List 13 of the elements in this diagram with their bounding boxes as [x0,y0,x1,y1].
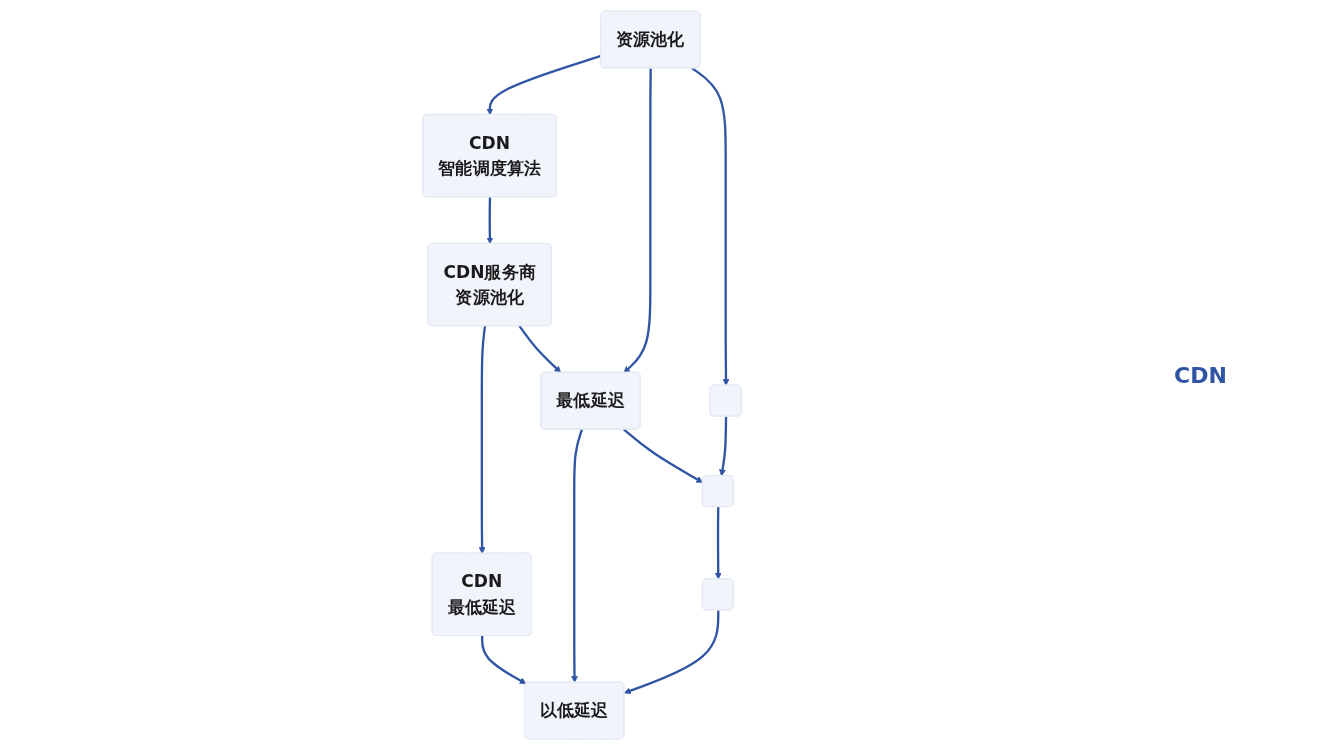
arrow [624,610,720,695]
icon-label: CDN [1174,362,1228,388]
arrow [571,428,584,683]
arrow [623,428,704,483]
arrow [518,325,562,373]
arrow [714,507,722,580]
arrow [691,67,730,386]
arrow [719,416,728,477]
arrow [481,635,527,684]
arrow [486,54,602,116]
arrow [623,68,652,373]
arrow [486,197,494,245]
arrow [478,325,487,554]
